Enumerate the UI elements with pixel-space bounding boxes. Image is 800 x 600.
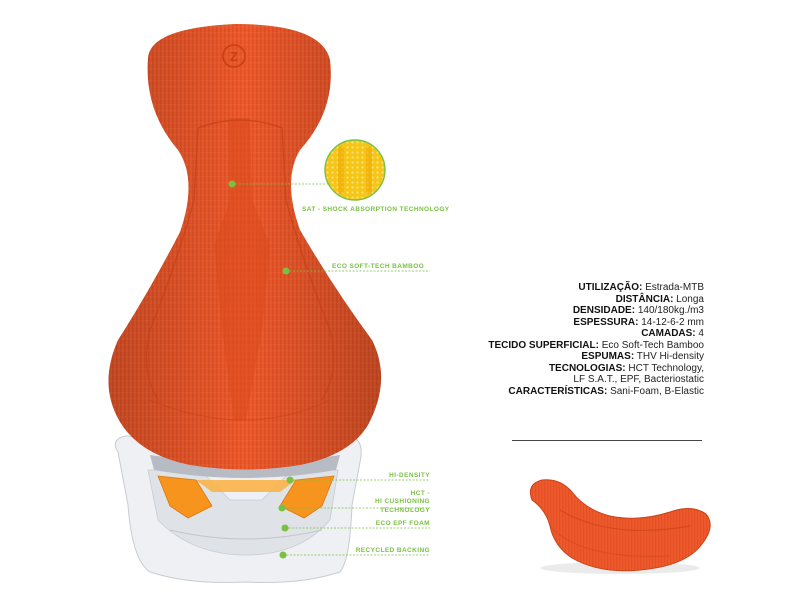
spec-key: UTILIZAÇÃO: bbox=[578, 282, 643, 293]
spec-row: ESPESSURA: 14-12-6-2 mm bbox=[384, 317, 704, 329]
spec-key: CAMADAS: bbox=[641, 328, 696, 339]
spec-key: ESPUMAS: bbox=[581, 351, 635, 362]
brand-emblem-icon bbox=[222, 44, 246, 68]
spec-key: TECNOLOGIAS: bbox=[548, 362, 626, 374]
callout-dots bbox=[228, 180, 294, 559]
spec-value: 4 bbox=[695, 328, 704, 339]
spec-row: TECIDO SUPERFICIAL: Eco Soft-Tech Bamboo bbox=[384, 340, 704, 352]
callout-eco-epf: ECO EPF FOAM bbox=[375, 520, 430, 527]
spec-value: 140/180kg./m3 bbox=[635, 305, 704, 316]
spec-key: CARACTERÍSTICAS: bbox=[508, 385, 608, 397]
spec-value: LF S.A.T., EPF, Bacteriostatic bbox=[573, 374, 704, 385]
spec-key: DENSIDADE: bbox=[572, 305, 636, 316]
spec-value: 14-12-6-2 mm bbox=[638, 316, 704, 328]
spec-list: UTILIZAÇÃO: Estrada-MTB DISTÂNCIA: Longa… bbox=[384, 282, 704, 397]
spec-row: DENSIDADE: 140/180kg./m3 bbox=[384, 305, 704, 317]
callout-leaders bbox=[232, 183, 430, 556]
callout-sat: SAT - SHOCK ABSORPTION TECHNOLOGY bbox=[302, 206, 450, 213]
spec-row: LF S.A.T., EPF, Bacteriostatic bbox=[384, 374, 704, 386]
spec-row: DISTÂNCIA: Longa bbox=[384, 294, 704, 306]
spec-value: Eco Soft-Tech Bamboo bbox=[598, 339, 704, 351]
spec-key: TECIDO SUPERFICIAL: bbox=[488, 339, 599, 351]
eco-soft-tech-top-layer: Z bbox=[108, 24, 382, 470]
sat-magnifier bbox=[324, 139, 386, 201]
callout-hct-2: HI CUSHIONING bbox=[374, 498, 430, 505]
callout-hct-3: TECHNOLOGY bbox=[380, 507, 430, 514]
hct-foam-inserts bbox=[157, 475, 335, 519]
spec-row: CAMADAS: 4 bbox=[384, 328, 704, 340]
spec-row: ESPUMAS: THV Hi-density bbox=[384, 351, 704, 363]
pad-thumbnail bbox=[529, 479, 711, 574]
spec-row: CARACTERÍSTICAS: Sani-Foam, B-Elastic bbox=[384, 386, 704, 398]
spec-value: Longa bbox=[673, 293, 704, 305]
spec-divider bbox=[512, 440, 702, 441]
spec-value: Sani-Foam, B-Elastic bbox=[607, 385, 704, 397]
spec-value: HCT Technology, bbox=[625, 362, 704, 374]
callout-recycled: RECYCLED BACKING bbox=[355, 547, 430, 554]
spec-key: ESPESSURA: bbox=[573, 316, 639, 328]
brand-emblem-letter: Z bbox=[230, 49, 238, 64]
callout-eco-soft-tech: ECO SOFT-TECH BAMBOO bbox=[332, 263, 425, 270]
spec-key: DISTÂNCIA: bbox=[615, 293, 674, 305]
spec-row: TECNOLOGIAS: HCT Technology, bbox=[384, 363, 704, 375]
callout-hct-1: HCT - bbox=[410, 490, 430, 497]
callout-hi-density: HI-DENSITY bbox=[389, 472, 430, 479]
spec-row: UTILIZAÇÃO: Estrada-MTB bbox=[384, 282, 704, 294]
spec-value: Estrada-MTB bbox=[642, 282, 704, 293]
spec-value: THV Hi-density bbox=[634, 351, 704, 362]
